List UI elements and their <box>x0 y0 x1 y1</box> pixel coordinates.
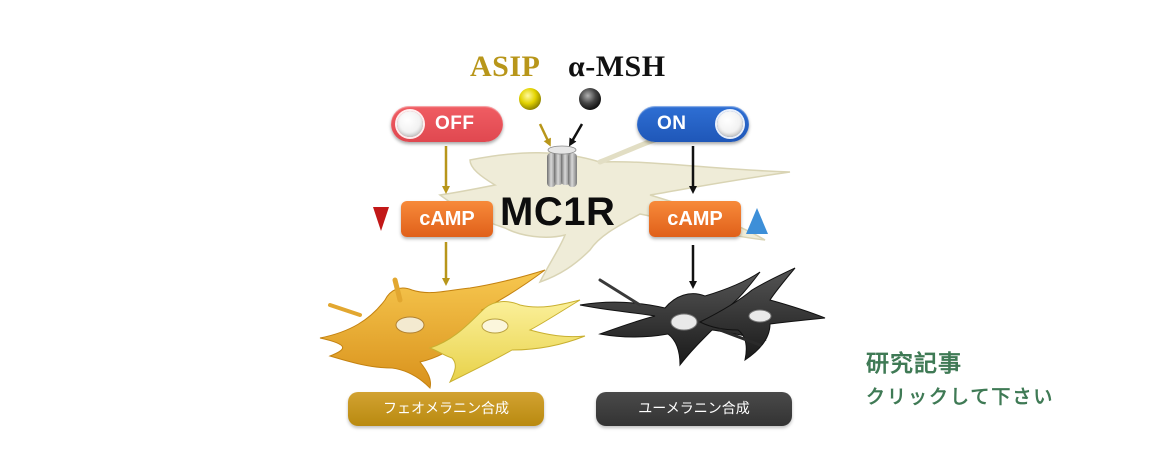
on-switch-label: ON <box>657 113 687 134</box>
mc1r-label: MC1R <box>500 190 616 234</box>
camp-left-box: cAMP <box>401 201 493 237</box>
asip-ligand-dot <box>519 88 541 110</box>
off-switch[interactable]: OFF <box>391 106 503 142</box>
on-switch-knob <box>717 111 743 137</box>
off-switch-label: OFF <box>435 113 475 134</box>
research-article-link[interactable]: 研究記事 クリックして下さい <box>862 344 1092 410</box>
off-switch-knob <box>397 111 423 137</box>
research-article-title[interactable]: 研究記事 <box>866 350 962 377</box>
click-prompt[interactable]: クリックして下さい <box>866 386 1055 408</box>
camp-up-triangle <box>746 208 768 234</box>
eumelanin-synthesis-label: ユーメラニン合成 <box>596 392 792 426</box>
asip-arrow <box>538 123 551 147</box>
eumelanin-cells-illustration <box>579 267 826 367</box>
pheomelanin-cells-illustration <box>319 269 586 389</box>
camp-down-triangle <box>373 207 389 231</box>
msh-arrow <box>568 123 584 147</box>
camp-right-box: cAMP <box>649 201 741 237</box>
mc1r-receptor-icon <box>547 145 577 187</box>
pheomelanin-synthesis-label: フェオメラニン合成 <box>348 392 544 426</box>
on-switch[interactable]: ON <box>637 106 749 142</box>
msh-label: α-MSH <box>568 50 666 83</box>
msh-ligand-dot <box>579 88 601 110</box>
asip-label: ASIP <box>470 50 541 83</box>
